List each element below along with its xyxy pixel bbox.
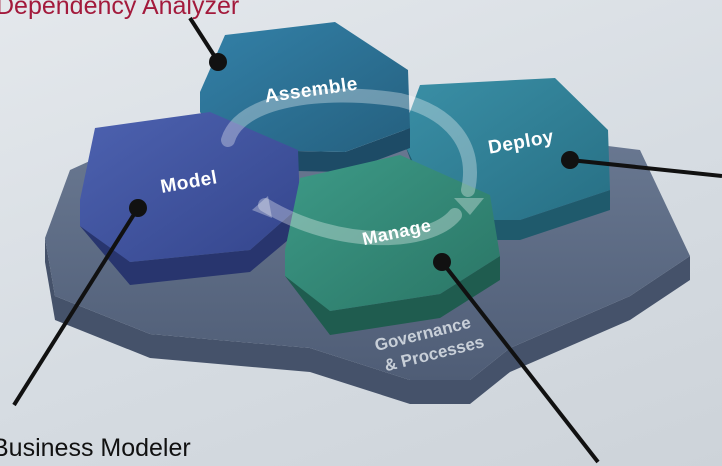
cycle-arrow-lower [258,198,462,246]
hex-manage: Manage [285,155,500,335]
cycle-arrows [221,88,484,246]
callout-dot-assemble [209,53,227,71]
hex-manage-side [285,250,500,335]
hex-manage-top [285,155,500,311]
hex-deploy-side [405,125,610,240]
hex-model: Model [80,112,300,285]
hex-model-top [80,112,300,262]
cycle-arrow-upper-head [454,198,484,215]
callout-line-manage [440,260,600,464]
callout-line-assemble [188,16,219,62]
callout-dependency-analyzer: Dependency Analyzer [0,0,240,20]
callout-lines [12,16,722,464]
callout-dot-deploy [561,151,579,169]
base-side [45,238,690,404]
callout-dot-manage [433,253,451,271]
cycle-arrow-lower-head [252,196,272,218]
callout-line-model [12,206,140,407]
callout-line-deploy [569,158,722,178]
callout-dot-model [129,199,147,217]
hex-model-side [80,200,300,285]
callout-business-modeler: Business Modeler [0,434,191,462]
hex-assemble-top [200,22,410,152]
cycle-arrow-upper [221,88,477,197]
